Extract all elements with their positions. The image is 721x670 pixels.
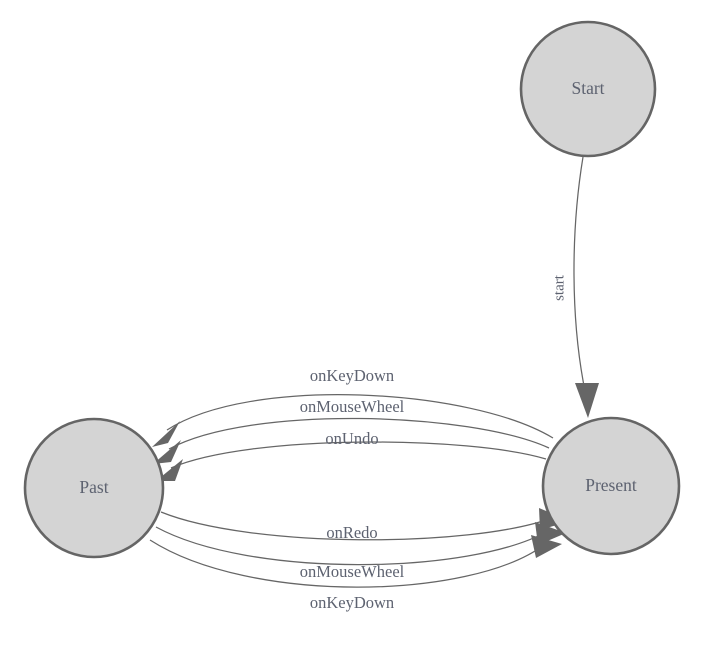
- edge-present-to-past-onkeydown: onKeyDown: [152, 366, 554, 447]
- node-present-circle[interactable]: [541, 416, 681, 556]
- edge-past-to-present-onkeydown-path: [149, 539, 545, 588]
- node-past[interactable]: Past: [23, 417, 165, 559]
- edge-present-to-past-onkeydown-arrowhead: [152, 421, 180, 447]
- edge-past-to-present-onkeydown-arrowhead: [531, 535, 562, 558]
- node-start[interactable]: Start: [519, 20, 657, 158]
- edge-past-to-present-onmousewheel-path: [155, 526, 549, 566]
- node-past-circle[interactable]: [23, 417, 165, 559]
- edge-start-to-present: start: [551, 156, 599, 418]
- edge-label-present-past-onkeydown: onKeyDown: [310, 366, 394, 385]
- edge-present-to-past-onundo: onUndo: [156, 429, 547, 481]
- node-past-label: Past: [79, 477, 108, 497]
- edge-past-to-present-onkeydown: onKeyDown: [149, 535, 562, 612]
- node-start-label: Start: [571, 78, 604, 98]
- edge-label-past-present-onmousewheel: onMouseWheel: [300, 562, 405, 581]
- node-start-circle[interactable]: [519, 20, 657, 158]
- edge-label-start: start: [551, 274, 567, 301]
- edge-start-to-present-path: [573, 156, 587, 397]
- edge-label-present-past-onundo: onUndo: [325, 429, 378, 448]
- edge-present-to-past-onmousewheel-path: [168, 417, 550, 450]
- edge-present-to-past-onmousewheel: onMouseWheel: [153, 397, 550, 464]
- edge-label-past-present-onredo: onRedo: [326, 523, 377, 542]
- edge-past-to-present-onredo-path: [160, 511, 553, 541]
- edge-past-to-present-onredo: onRedo: [160, 508, 570, 542]
- edge-label-past-present-onkeydown: onKeyDown: [310, 593, 394, 612]
- node-present[interactable]: Present: [541, 416, 681, 556]
- edge-present-to-past-onkeydown-path: [166, 394, 554, 439]
- edge-present-to-past-onmousewheel-arrowhead: [153, 440, 181, 464]
- edge-start-to-present-arrowhead: [575, 383, 599, 418]
- edge-present-to-past-onundo-path: [170, 441, 547, 469]
- node-present-label: Present: [585, 475, 637, 495]
- edge-label-present-past-onmousewheel: onMouseWheel: [300, 397, 405, 416]
